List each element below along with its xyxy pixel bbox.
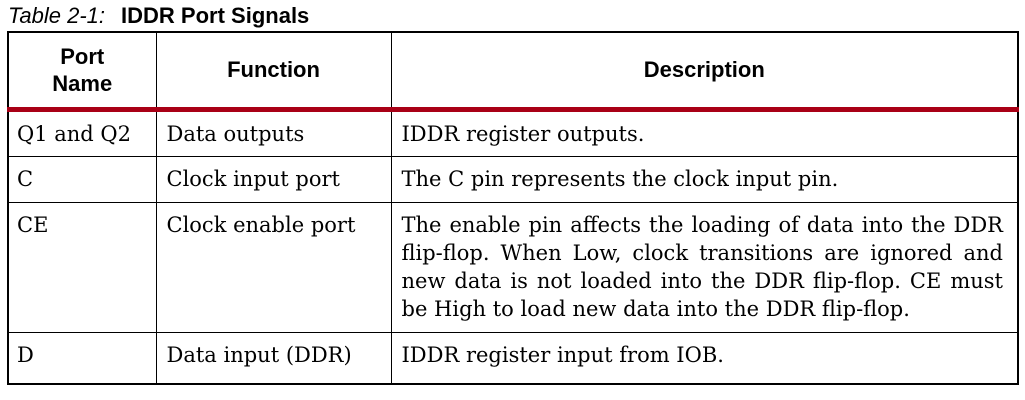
table-row: D Data input (DDR) IDDR register input f… xyxy=(7,331,1019,385)
port-name-cell: D xyxy=(7,331,157,385)
function-cell: Clock enable port xyxy=(155,201,392,333)
description-cell: The enable pin affects the loading of da… xyxy=(390,201,1019,333)
function-cell: Clock input port xyxy=(155,155,392,203)
table-row: Q1 and Q2 Data outputs IDDR register out… xyxy=(7,108,1019,157)
description-cell: IDDR register outputs. xyxy=(390,108,1019,157)
function-cell: Data outputs xyxy=(155,108,392,157)
description-cell: IDDR register input from IOB. xyxy=(390,331,1019,385)
table-title-label: Table 2-1: xyxy=(8,3,106,28)
table-title: Table 2-1: IDDR Port Signals xyxy=(8,3,309,29)
function-cell: Data input (DDR) xyxy=(155,331,392,385)
port-name-cell: Q1 and Q2 xyxy=(7,108,157,157)
table-title-text: IDDR Port Signals xyxy=(121,3,310,28)
column-header-function: Function xyxy=(155,31,392,112)
column-header-description: Description xyxy=(390,31,1019,112)
description-cell: The C pin represents the clock input pin… xyxy=(390,155,1019,203)
iddr-port-signals-table: Port Name Function Description Q1 and Q2… xyxy=(7,31,1019,385)
table-row: C Clock input port The C pin represents … xyxy=(7,155,1019,203)
header-row: Port Name Function Description xyxy=(7,31,1019,112)
table-row: CE Clock enable port The enable pin affe… xyxy=(7,201,1019,333)
port-name-cell: CE xyxy=(7,201,157,333)
column-header-port-name: Port Name xyxy=(7,31,157,112)
port-name-cell: C xyxy=(7,155,157,203)
